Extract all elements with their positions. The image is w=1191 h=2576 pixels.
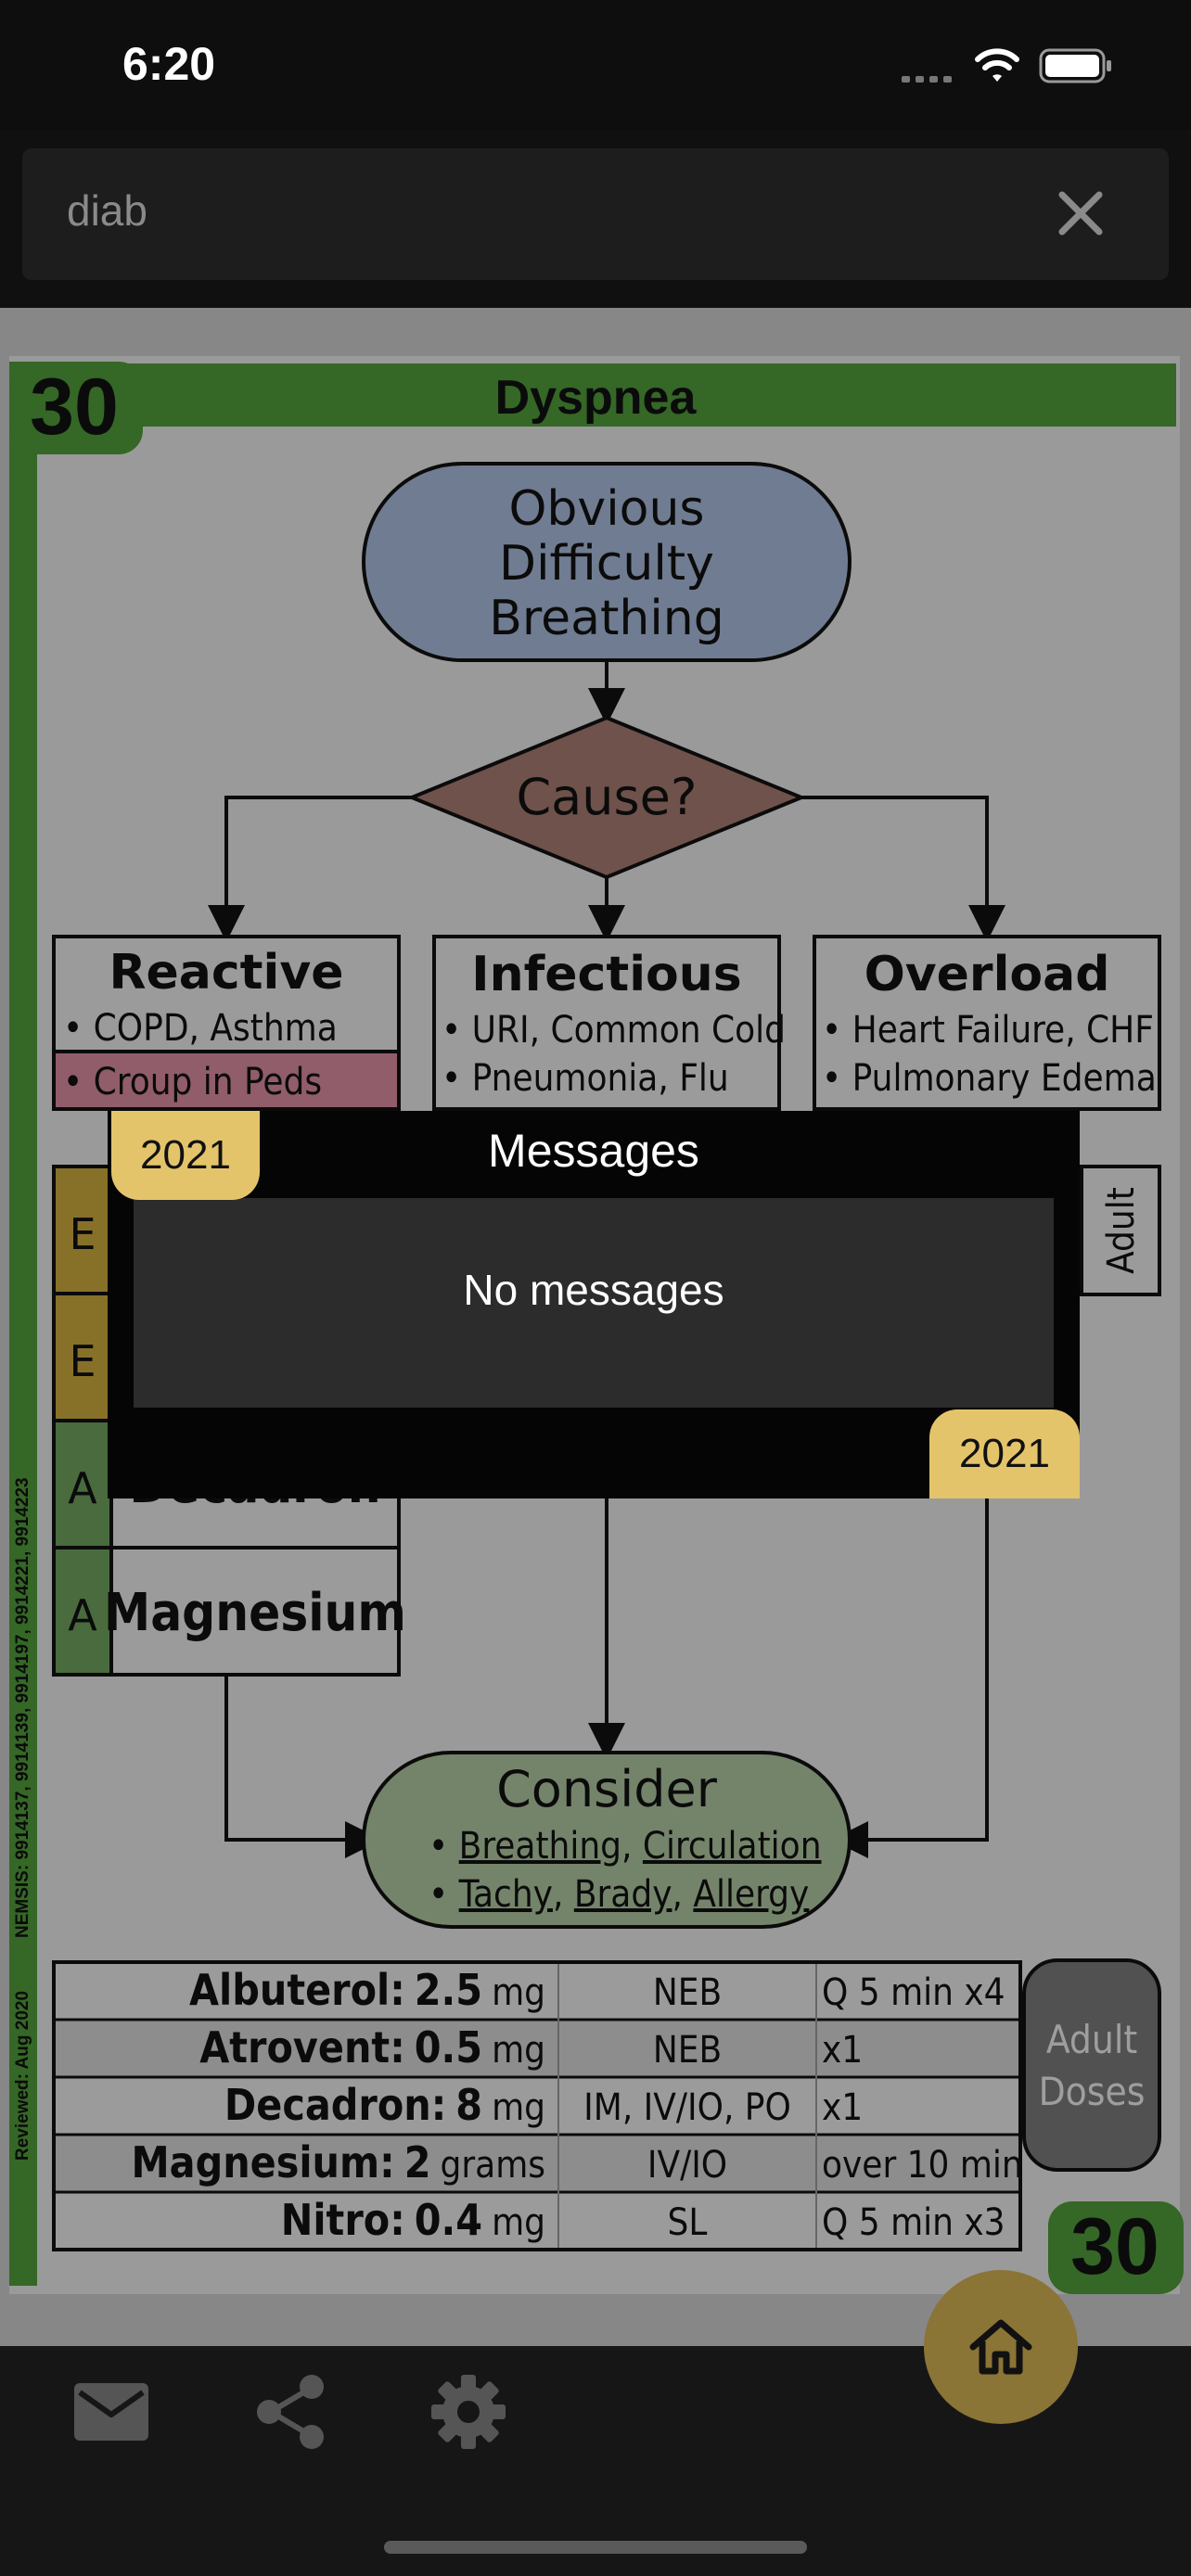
- adult-tab: [1080, 1165, 1161, 1296]
- level-a-1: A: [68, 1463, 97, 1513]
- level-e-2: E: [69, 1336, 96, 1386]
- protocol-header-bar: [19, 363, 1176, 427]
- messages-modal: Messages No messages: [108, 1111, 1080, 1498]
- battery-icon: [1039, 48, 1111, 83]
- messages-list: No messages: [134, 1198, 1054, 1408]
- protocol-number-bottom: 30: [1070, 2202, 1159, 2291]
- protocol-side-bar: [9, 362, 37, 2286]
- home-icon[interactable]: [966, 2312, 1036, 2382]
- home-button[interactable]: [924, 2270, 1078, 2424]
- start-node-line-2: Difficulty: [499, 536, 714, 592]
- consider-line-2: • Tachy, Brady, Allergy: [429, 1873, 809, 1916]
- svg-text:• Pulmonary Edema: • Pulmonary Edema: [822, 1057, 1157, 1100]
- dose-frequency-cell: Q 5 min x4: [822, 1971, 1005, 2014]
- dose-frequency-cell: x1: [822, 2086, 863, 2129]
- svg-text:Overload: Overload: [864, 947, 1110, 1002]
- svg-text:Adult: Adult: [1046, 2017, 1137, 2062]
- close-icon[interactable]: [1053, 185, 1108, 241]
- svg-text:• Pneumonia, Flu: • Pneumonia, Flu: [442, 1057, 729, 1100]
- dose-route-cell: SL: [668, 2201, 708, 2244]
- year-badge-top: 2021: [111, 1111, 260, 1200]
- dose-route-cell: NEB: [653, 1971, 722, 2014]
- home-indicator: [384, 2541, 807, 2554]
- dose-route-cell: NEB: [653, 2029, 722, 2072]
- flow-arrow: [801, 796, 1005, 942]
- decision-label: Cause?: [516, 768, 697, 826]
- flow-arrow: [208, 796, 412, 942]
- search-input[interactable]: [22, 148, 1169, 280]
- cause-box-infectious: Infectious • URI, Common Cold • Pneumoni…: [432, 935, 786, 1111]
- flow-arrow: [831, 1498, 989, 1858]
- wifi-icon: [975, 48, 1019, 82]
- dose-frequency-cell: Q 5 min x3: [822, 2201, 1005, 2244]
- start-node-line-1: Obvious: [508, 481, 704, 537]
- dose-frequency-cell: x1: [822, 2029, 863, 2072]
- search-input-value[interactable]: diab: [67, 186, 147, 235]
- adult-doses-tab: [1022, 1958, 1161, 2172]
- protocol-number-badge-bottom: [1048, 2201, 1184, 2294]
- med-magnesium: Magnesium: [104, 1583, 406, 1643]
- cellular-dots-icon: [902, 76, 952, 83]
- cause-box-overload: Overload • Heart Failure, CHF • Pulmonar…: [813, 935, 1161, 1111]
- svg-text:• Heart Failure, CHF: • Heart Failure, CHF: [822, 1009, 1154, 1052]
- nemsis-codes: NEMSIS: 9914137, 9914139, 9914197, 99142…: [13, 1477, 32, 1938]
- dose-frequency-cell: over 10 min: [822, 2144, 1023, 2187]
- flow-arrow: [224, 1675, 382, 1858]
- level-a-2: A: [68, 1590, 97, 1640]
- svg-text:• Croup in Peds: • Croup in Peds: [63, 1061, 322, 1103]
- consider-node: [362, 1751, 852, 1929]
- protocol-title: Dyspnea: [495, 371, 698, 425]
- svg-text:Adult: Adult: [1100, 1187, 1143, 1274]
- dose-route-cell: IM, IV/IO, PO: [583, 2086, 791, 2129]
- share-icon[interactable]: [249, 2370, 332, 2454]
- svg-text:Reactive: Reactive: [109, 945, 343, 1001]
- protocol-number-badge: [11, 362, 143, 454]
- messages-title: Messages: [488, 1125, 699, 1177]
- start-node-line-3: Breathing: [489, 591, 724, 646]
- consider-title: Consider: [496, 1760, 718, 1818]
- svg-text:• COPD, Asthma: • COPD, Asthma: [63, 1007, 338, 1050]
- dose-route-cell: IV/IO: [647, 2144, 727, 2187]
- status-time: 6:20: [122, 38, 216, 90]
- svg-text:• URI, Common Cold: • URI, Common Cold: [442, 1009, 786, 1052]
- year-badge-bottom: 2021: [929, 1409, 1080, 1498]
- reviewed-date: Reviewed: Aug 2020: [13, 1991, 32, 2161]
- svg-text:Doses: Doses: [1039, 2069, 1146, 2114]
- cause-box-reactive: Reactive • COPD, Asthma • Croup in Peds: [52, 935, 401, 1111]
- empty-messages-text: No messages: [463, 1266, 724, 1314]
- level-e-1: E: [69, 1209, 96, 1259]
- gear-icon[interactable]: [427, 2370, 510, 2454]
- mail-icon[interactable]: [70, 2370, 154, 2454]
- consider-line-1: • Breathing, Circulation: [429, 1825, 822, 1868]
- svg-text:Infectious: Infectious: [471, 947, 741, 1002]
- protocol-number: 30: [30, 363, 119, 452]
